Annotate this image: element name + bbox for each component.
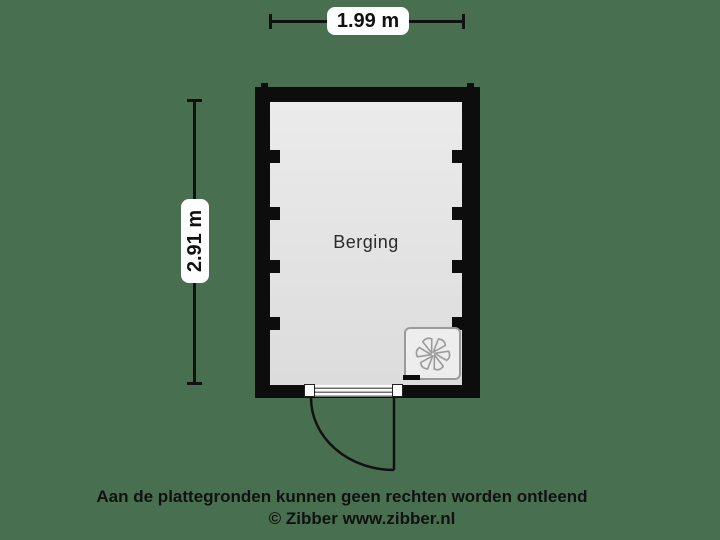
wall-notch [452, 317, 462, 330]
width-dimension-tick-left [269, 14, 272, 29]
door-sill [315, 385, 392, 397]
height-dimension-tick-top [187, 99, 202, 102]
door-jamb-left [304, 384, 315, 397]
wall-stub-top-left [261, 83, 268, 88]
door-jamb-right [392, 384, 403, 397]
width-dimension-tick-right [462, 14, 465, 29]
copyright-text: © Zibber www.zibber.nl [268, 509, 456, 528]
door-arc [309, 397, 395, 472]
wall-notch [452, 260, 462, 273]
room-name-label: Berging [333, 232, 399, 252]
wall-notch [270, 207, 280, 220]
disclaimer-text: Aan de plattegronden kunnen geen rechten… [96, 487, 588, 506]
wall-notch [452, 207, 462, 220]
height-dimension-tick-bottom [187, 382, 202, 385]
wall-notch [452, 150, 462, 163]
wall-notch [270, 317, 280, 330]
wall-notch [270, 150, 280, 163]
fan-icon [415, 336, 450, 371]
ventilation-unit [404, 327, 461, 380]
width-dimension-label: 1.99 m [327, 7, 409, 35]
footer-caption: Aan de plattegronden kunnen geen rechten… [0, 487, 720, 529]
height-dimension-label: 2.91 m [181, 199, 209, 283]
wall-notch [270, 260, 280, 273]
fixture-wall-tick [403, 375, 420, 380]
wall-stub-top-right [467, 83, 474, 88]
